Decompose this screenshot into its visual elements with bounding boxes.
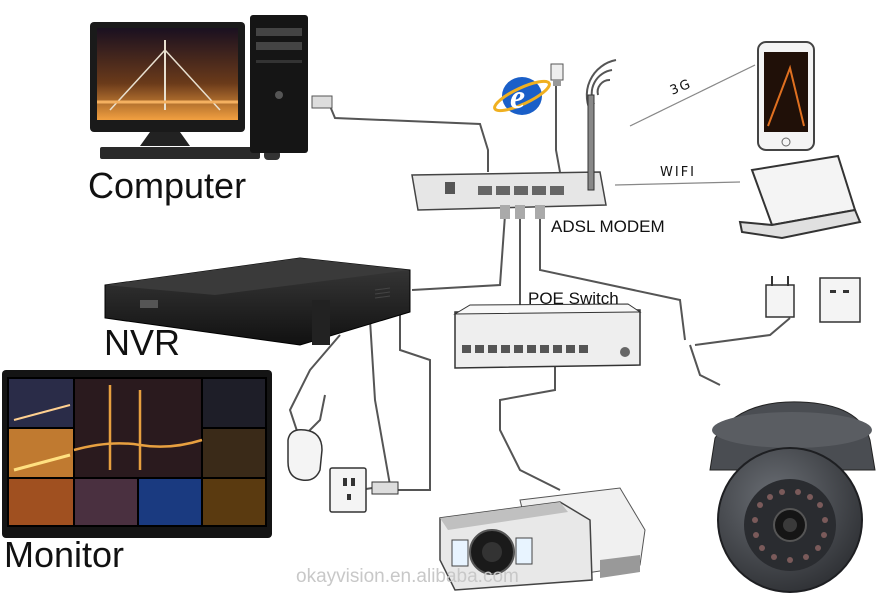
cable-nvr-mouse — [288, 334, 341, 442]
cable-nvr-outlet — [359, 319, 392, 491]
pc-keyboard — [100, 147, 260, 159]
laptop-device — [738, 154, 862, 240]
internet-plug — [550, 63, 564, 86]
poe-switch-label: POE Switch — [528, 289, 619, 308]
smartphone-device — [757, 41, 815, 151]
line-3g — [629, 64, 756, 127]
line-wifi — [614, 181, 741, 186]
wall-outlet-nvr — [329, 467, 367, 513]
monitor-label: Monitor — [4, 534, 125, 575]
cable-modem-dome — [539, 215, 686, 341]
monitor-camera-tiles — [7, 377, 267, 527]
dome-power-adapter — [765, 276, 795, 318]
modem-antenna — [587, 94, 595, 191]
nvr-label: NVR — [104, 322, 181, 363]
cable-internet-modem — [555, 80, 561, 173]
nvr-device — [104, 257, 411, 346]
internet-explorer-icon: e — [493, 77, 551, 116]
nvr-power-plug — [371, 481, 399, 495]
pc-usb-connector — [311, 95, 333, 109]
cable-modem-nvr — [411, 214, 506, 291]
cable-dome-power — [694, 317, 791, 346]
wifi-label: WIFI — [660, 165, 696, 180]
bullet-camera-device — [439, 487, 646, 591]
cable-computer-modem — [329, 105, 489, 172]
dome-camera-device — [709, 401, 876, 593]
cable-dome-conn — [689, 344, 721, 386]
watermark: okayvision.en.alibaba.com — [296, 566, 519, 587]
monitor-device — [2, 370, 272, 538]
wall-outlet-dome — [819, 277, 861, 323]
computer-label: Computer — [88, 165, 247, 206]
mouse-device — [287, 428, 323, 482]
poe-switch-device — [453, 303, 642, 369]
svg-text:e: e — [510, 79, 525, 116]
computer-device — [90, 15, 333, 160]
cable-nvr-monitor — [395, 310, 431, 491]
adsl-modem-device — [411, 94, 607, 219]
adsl-modem-label: ADSL MODEM — [551, 217, 665, 236]
cable-switch-bullet — [499, 365, 561, 491]
